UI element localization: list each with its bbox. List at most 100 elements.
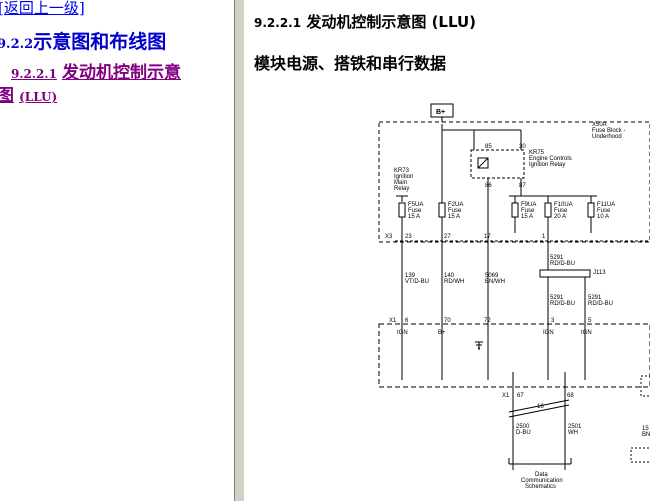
doc-heading-number: 9.2.2.1 [254,16,302,30]
fuse-block-label-2: Underhood [592,134,622,140]
circuit-2501-color: WH [568,430,578,436]
f11ua-type: Fuse [597,208,611,214]
data-comm-label-2: Communication [521,478,563,484]
ign-label-2: IGN [543,330,554,336]
kr73-label: KR73 [394,168,410,174]
f10ua-amps: 20 A [554,214,566,220]
fuse-f11ua [587,202,595,218]
kr75-relay-coil [477,157,489,169]
toc-pane: [返回上一级] 9.2.2示意图和布线图 9.2.2.1 发动机控制示意 图 (… [0,0,234,501]
f2ua-amps: 15 A [448,214,460,220]
ign-label-1: IGN [397,330,408,336]
f2ua-label: F2UA [448,202,463,208]
circuit-140-color: RD/WH [444,279,464,285]
pin-6: 6 [405,318,409,324]
pin-72: 72 [484,318,491,324]
pin-3: 3 [551,318,555,324]
doc-heading: 9.2.2.1 发动机控制示意图 (LLU) [254,11,476,32]
kr73-label-1: Ignition [394,174,413,180]
circuit-15: 15 [642,426,649,432]
bplus-label-2: B+ [438,330,446,336]
right-edge-connector [640,375,650,397]
pin-23: 23 [405,234,412,240]
ign-label-3: IGN [581,330,592,336]
x1-label-a: X1 [389,318,397,324]
toc-section-title: 示意图和布线图 [33,31,167,53]
kr73-label-3: Relay [394,186,409,192]
toc-section-number: 9.2.2 [0,37,34,52]
wiring-diagram: B+ X50A Fuse Block - Underhood 85 30 86 … [378,103,650,490]
kr75-label: KR75 [529,150,545,156]
toc-subsection-title-cont: 图 [0,86,14,106]
circuit-5291-b-color: RD/D-BU [550,301,575,307]
circuit-5069-color: BN/WH [485,279,505,285]
fuse-f5ua [398,202,406,218]
f9ua-amps: 15 A [521,214,533,220]
circuit-5069: 5069 [485,273,499,279]
f11ua-label: F11UA [597,202,615,208]
fuse-block-label-1: Fuse Block - [592,128,625,134]
data-comm-label-1: Data [535,472,548,478]
kr75-relay-box [470,149,525,179]
circuit-5291-b: 5291 [550,295,564,301]
x1-label-b: X1 [502,393,510,399]
toc-subsection-title: 发动机控制示意 [62,63,182,83]
circuit-139: 139 [405,273,416,279]
circuit-2500: 2500 [516,424,530,430]
ecm-outline [378,323,650,388]
circuit-2501: 2501 [568,424,582,430]
back-link[interactable]: [返回上一级] [0,0,85,17]
j113-splice [539,269,591,278]
circuit-bn: BN [642,432,650,438]
pin-67: 67 [517,393,524,399]
fuse-block-outline [378,121,650,243]
twist-16: 16 [537,404,544,410]
j113-label: J113 [593,270,606,276]
doc-heading-suffix: (LLU) [431,13,477,31]
pin-5: 5 [588,318,592,324]
kr75-label-2: Ignition Relay [529,162,565,168]
pane-splitter[interactable] [234,0,245,501]
toc-section-link[interactable]: 9.2.2示意图和布线图 [0,27,166,54]
fuse-f9ua [511,202,519,218]
pin-1: 1 [542,234,546,240]
fuse-f10ua [544,202,552,218]
circuit-5291-c-color: RD/D-BU [588,301,613,307]
circuit-5291-a: 5291 [550,255,564,261]
f9ua-label: F9UA [521,202,536,208]
circuit-140: 140 [444,273,455,279]
bplus-top-label: B+ [436,109,445,116]
data-comm-label-3: Schematics [525,484,556,490]
f2ua-type: Fuse [448,208,462,214]
pin-30: 30 [519,144,526,150]
x3-label: X3 [385,234,393,240]
f5ua-amps: 15 A [408,214,420,220]
f5ua-type: Fuse [408,208,422,214]
f9ua-type: Fuse [521,208,535,214]
pin-27: 27 [444,234,451,240]
fuse-f2ua [438,202,446,218]
f5ua-label: F5UA [408,202,423,208]
pin-87: 87 [519,183,526,189]
doc-subheading: 模块电源、搭铁和串行数据 [254,54,447,73]
circuit-5291-a-color: RD/D-BU [550,261,575,267]
circuit-5291-c: 5291 [588,295,602,301]
pin-68: 68 [567,393,574,399]
circuit-139-color: VT/D-BU [405,279,429,285]
circuit-2500-color: D-BU [516,430,531,436]
toc-subsection-link[interactable]: 9.2.2.1 发动机控制示意 图 (LLU) [0,62,233,108]
kr73-label-2: Main [394,180,407,186]
kr75-label-1: Engine Controls [529,156,572,162]
doc-heading-title: 发动机控制示意图 [306,13,427,31]
f11ua-amps: 10 A [597,214,609,220]
f10ua-type: Fuse [554,208,568,214]
pin-86: 86 [485,183,492,189]
pin-85: 85 [485,144,492,150]
toc-subsection-number: 9.2.2.1 [11,67,57,81]
toc-subsection-suffix: (LLU) [19,90,58,104]
pin-17: 17 [484,234,491,240]
pin-70: 70 [444,318,451,324]
right-edge-connector-2 [630,447,650,463]
document-pane: 9.2.2.1 发动机控制示意图 (LLU) 模块电源、搭铁和串行数据 B+ X… [245,0,650,501]
f10ua-label: F10UA [554,202,573,208]
